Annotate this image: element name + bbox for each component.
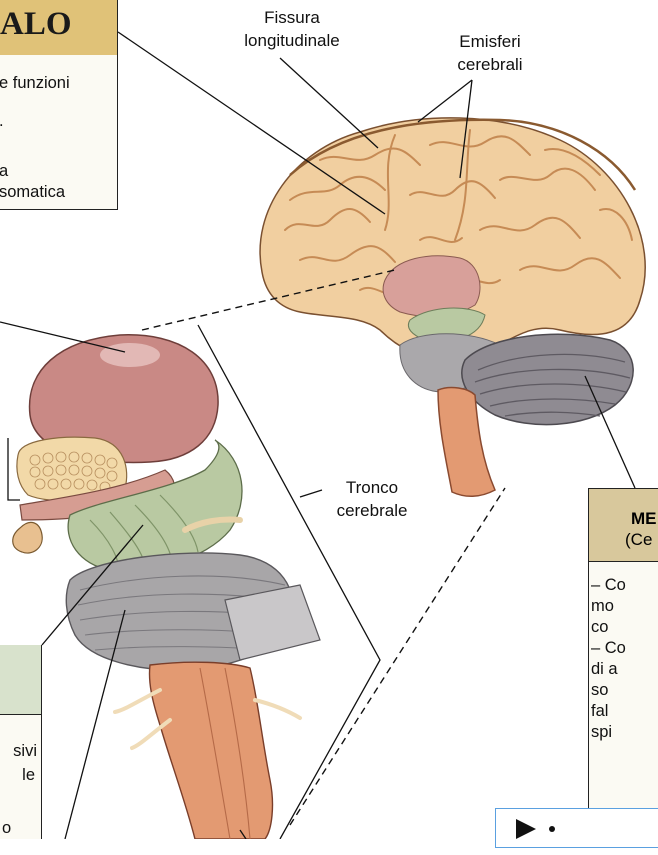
cranial-nerve-4: [255, 700, 300, 718]
cerebellum-line-6: so: [591, 680, 626, 701]
cerebellum-box-title: ME: [631, 509, 657, 529]
arrow-icon: [514, 815, 574, 855]
cerebellum-box-list: – Co mo co – Co di a so fal spi: [591, 575, 626, 743]
cerebellum-line-3: co: [591, 617, 626, 638]
pituitary-gland: [13, 522, 42, 553]
midbrain-box-body: sivi le o: [0, 715, 42, 839]
cerebellum-description-box: ME (Ce – Co mo co – Co di a so fal spi: [588, 488, 658, 810]
cerebellum-line-5: di a: [591, 659, 626, 680]
midbrain-description-box: sivi le o: [0, 645, 42, 839]
cerebellum-shape: [462, 334, 633, 424]
midbrain-line-2: le: [22, 765, 35, 786]
navigation-box: [495, 808, 658, 848]
cerebellum-line-2: mo: [591, 596, 626, 617]
cerebellum-line-1: – Co: [591, 575, 626, 596]
cerebellum-box-subtitle: (Ce: [625, 530, 652, 550]
cerebellum-line-7: fal: [591, 701, 626, 722]
thalamus-highlight: [100, 343, 160, 367]
tronco-leader: [300, 490, 322, 497]
zoom-dash-bottom: [290, 488, 505, 825]
cerebellum-box-header: ME (Ce: [589, 489, 658, 562]
midbrain-line-3: o: [2, 818, 11, 839]
cerebellum-line-4: – Co: [591, 638, 626, 659]
midbrain-line-1: sivi: [13, 741, 37, 762]
midbrain-box-header: [0, 645, 42, 715]
cerebellum-line-8: spi: [591, 722, 626, 743]
medulla-large: [149, 662, 272, 839]
